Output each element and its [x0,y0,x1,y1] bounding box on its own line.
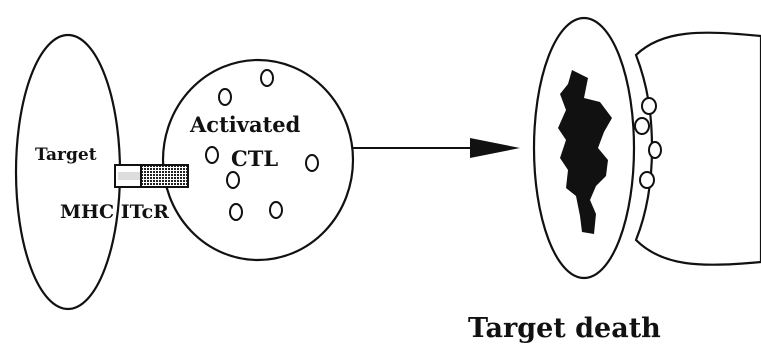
fragmented-nucleus [558,70,612,234]
granule [229,203,243,221]
granule [634,117,650,135]
activated-label: Activated [189,112,301,137]
target-label: Target [35,145,97,165]
mhc-stripe [118,172,150,180]
granule [205,146,219,164]
granule [639,171,655,189]
ctl-granules [205,69,319,221]
tcr-molecule [140,164,189,188]
granule [648,141,662,159]
granule [641,97,657,115]
attached-ctl-cell [634,31,761,266]
mhc-tcr-label: MHC ITcR [60,201,169,223]
released-granules [634,97,662,189]
granule [260,69,274,87]
arrow-head [470,138,520,158]
granule [305,154,319,172]
target-cell [14,33,122,311]
granule [269,201,283,219]
mhc-tcr-complex [114,164,189,188]
progression-arrow [353,138,520,158]
granule [218,88,232,106]
granule [226,171,240,189]
ctl-label: CTL [231,146,278,171]
activated-ctl-cell [161,58,355,262]
target-death-label: Target death [468,313,661,344]
